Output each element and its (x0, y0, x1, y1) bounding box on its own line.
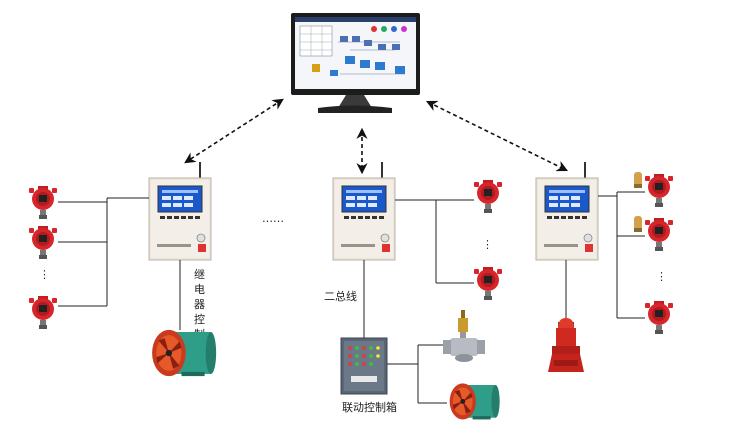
ellipsis-horizontal: …… (262, 212, 284, 225)
gas-detector-icon (645, 218, 673, 251)
controller-panel-left (148, 177, 212, 261)
gas-detector-icon (474, 180, 502, 213)
link-arrow-left (184, 98, 284, 164)
gas-detector-icon (29, 296, 57, 329)
gas-detector-icon (29, 186, 57, 219)
relay-control-char-4: 控 (194, 312, 205, 326)
fan-icon (449, 383, 500, 420)
monitor-icon (291, 13, 420, 113)
fan-icon (152, 329, 217, 377)
ellipsis-vertical: ⋮ (656, 270, 667, 283)
linkage-box-label: 联动控制箱 (342, 400, 397, 414)
two-bus-label: 二总线 (324, 289, 357, 303)
sound-light-alarm-icon (548, 318, 584, 372)
link-arrow-right (425, 100, 569, 172)
gas-detector-icon (645, 301, 673, 334)
controller-panel-center (332, 177, 396, 261)
relay-control-char-1: 继 (194, 268, 205, 281)
gas-detector-icon (29, 226, 57, 259)
ellipsis-vertical: ⋮ (482, 238, 493, 251)
linkage-control-box-icon (340, 337, 388, 395)
alarm-lamp-icon (634, 172, 642, 188)
ellipsis-vertical: ⋮ (39, 268, 50, 281)
gas-detector-icon (645, 174, 673, 207)
solenoid-valve-icon (443, 310, 485, 362)
controller-panel-right (535, 177, 599, 261)
relay-control-char-3: 器 (194, 298, 205, 311)
gas-detector-icon (474, 267, 502, 300)
relay-control-char-2: 电 (194, 283, 205, 296)
alarm-lamp-icon (634, 216, 642, 232)
